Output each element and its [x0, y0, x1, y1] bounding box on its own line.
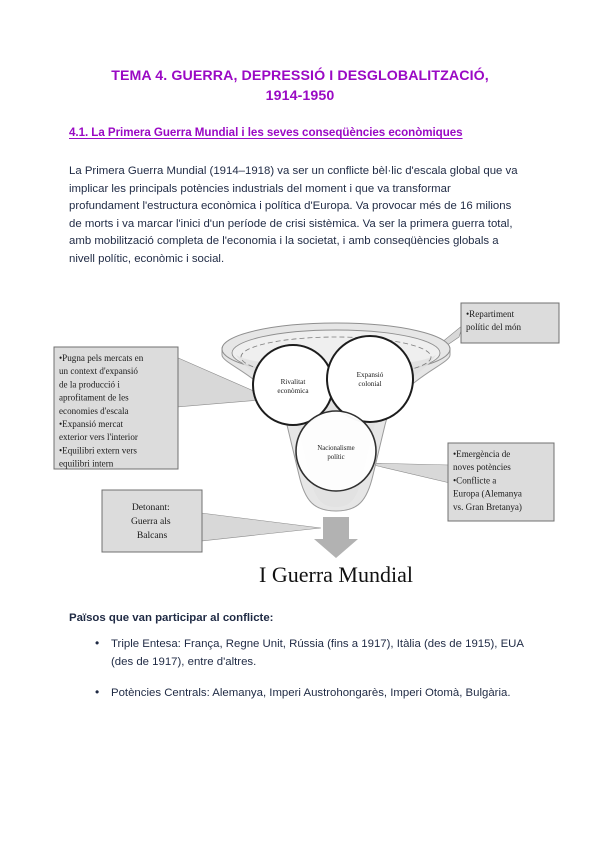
- cause-circle-3-label-line2: polític: [327, 454, 344, 461]
- cause-circle-rivalitat: Rivalitat econòmica: [252, 344, 334, 426]
- callout-left-text: •Pugna pels mercats en un context d'expa…: [59, 353, 146, 469]
- cause-circle-expansio: Expansió colonial: [326, 335, 414, 423]
- cause-circle-1-label-line2: econòmica: [277, 387, 309, 395]
- section-heading: 4.1. La Primera Guerra Mundial i les sev…: [69, 126, 463, 139]
- callout-detonant-text: Detonant: Guerra als Balcans: [131, 502, 173, 541]
- countries-list: Triple Entesa: França, Regne Unit, Rússi…: [69, 635, 525, 717]
- page-title: TEMA 4. GUERRA, DEPRESSIÓ I DESGLOBALITZ…: [68, 66, 532, 106]
- cause-circle-2-label-line2: colonial: [358, 380, 381, 388]
- cause-circle-1-label-line1: Rivalitat: [281, 378, 306, 386]
- callout-left-box: [53, 346, 179, 470]
- callout-top-right: •Repartiment polític del món: [460, 302, 560, 344]
- callout-bottom-right-text: •Emergència de noves potències •Conflict…: [453, 449, 524, 512]
- cause-circle-nacionalisme: Nacionalisme polític: [295, 410, 377, 492]
- cause-circle-3-shape: [295, 410, 377, 492]
- callout-bottom-right: •Emergència de noves potències •Conflict…: [447, 442, 555, 522]
- list-item: Triple Entesa: França, Regne Unit, Rússi…: [69, 635, 525, 671]
- cause-circle-2-shape: [326, 335, 414, 423]
- connector-bottom-right-wedge: [364, 462, 451, 484]
- outcome-label: I Guerra Mundial: [259, 562, 413, 585]
- callout-top-right-text: •Repartiment polític del món: [466, 309, 522, 332]
- page-title-line-1: TEMA 4. GUERRA, DEPRESSIÓ I DESGLOBALITZ…: [111, 68, 489, 84]
- cause-circle-2-label-line1: Expansió: [357, 371, 384, 379]
- callout-detonant-box: [101, 489, 203, 553]
- causes-of-wwi-diagram: Rivalitat econòmica Expansió colonial Na…: [40, 285, 570, 585]
- connector-detonant-wedge: [200, 512, 322, 542]
- callout-left: •Pugna pels mercats en un context d'expa…: [53, 346, 179, 470]
- callout-bottom-right-box: [447, 442, 555, 522]
- intro-paragraph: La Primera Guerra Mundial (1914–1918) va…: [69, 165, 518, 265]
- countries-heading: Països que van participar al conflicte:: [69, 612, 274, 624]
- callout-detonant: Detonant: Guerra als Balcans: [101, 489, 203, 553]
- down-arrow-icon: [314, 517, 358, 558]
- cause-circle-3-label-line1: Nacionalisme: [317, 445, 354, 452]
- list-item: Potències Centrals: Alemanya, Imperi Aus…: [69, 684, 525, 703]
- page-title-line-2: 1914-1950: [265, 88, 335, 104]
- callout-top-right-box: [460, 302, 560, 344]
